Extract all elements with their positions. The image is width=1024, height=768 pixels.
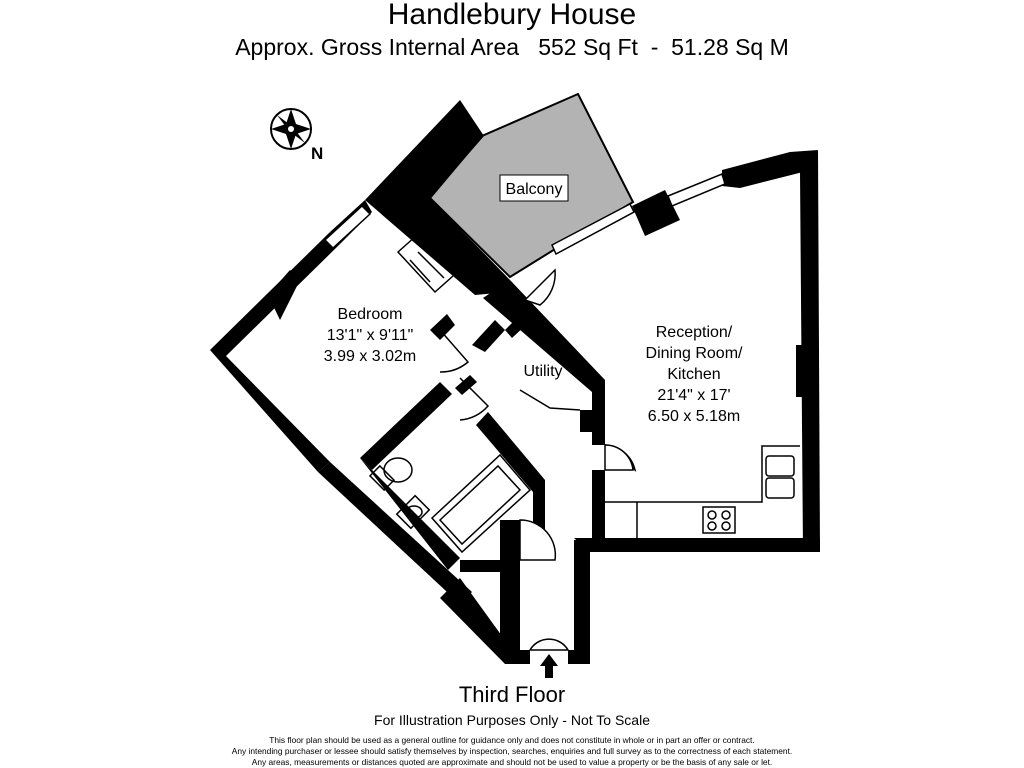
reception-line2: Dining Room/ — [646, 345, 743, 362]
bathtub — [430, 453, 532, 554]
north-label: N — [311, 144, 323, 163]
basin — [395, 494, 431, 530]
bedroom-imperial: 13'1" x 9'11" — [327, 327, 414, 344]
toilet — [368, 457, 413, 492]
sink — [765, 455, 795, 499]
balcony-label: Balcony — [506, 181, 563, 198]
entrance-arrow-icon — [540, 654, 558, 678]
bedroom-metric: 3.99 x 3.02m — [324, 348, 417, 365]
doors — [439, 268, 637, 651]
exterior-walls — [210, 100, 820, 664]
balcony-label-box — [499, 174, 569, 202]
reception-imperial: 21'4" x 17' — [657, 387, 730, 404]
disclaimer-line: This floor plan should be used as a gene… — [269, 735, 755, 745]
bedroom-name: Bedroom — [338, 306, 403, 323]
windows — [323, 172, 726, 256]
hob — [702, 506, 736, 534]
plan-title: Handlebury House — [387, 0, 637, 31]
reception-metric: 6.50 x 5.18m — [648, 408, 741, 425]
scale-note: For Illustration Purposes Only - Not To … — [374, 712, 650, 728]
floor-label: Third Floor — [458, 682, 566, 707]
compass-rose-icon — [270, 108, 312, 150]
utility-name: Utility — [523, 363, 562, 380]
disclaimer-line: Any areas, measurements or distances quo… — [251, 757, 773, 767]
gross-area: Approx. Gross Internal Area 552 Sq Ft - … — [235, 34, 789, 60]
reception-line1: Reception/ — [656, 324, 733, 341]
wardrobe — [396, 226, 464, 294]
kitchen-worktop — [605, 445, 800, 538]
reception-line3: Kitchen — [667, 366, 720, 383]
disclaimer-line: Any intending purchaser or lessee should… — [231, 746, 793, 756]
